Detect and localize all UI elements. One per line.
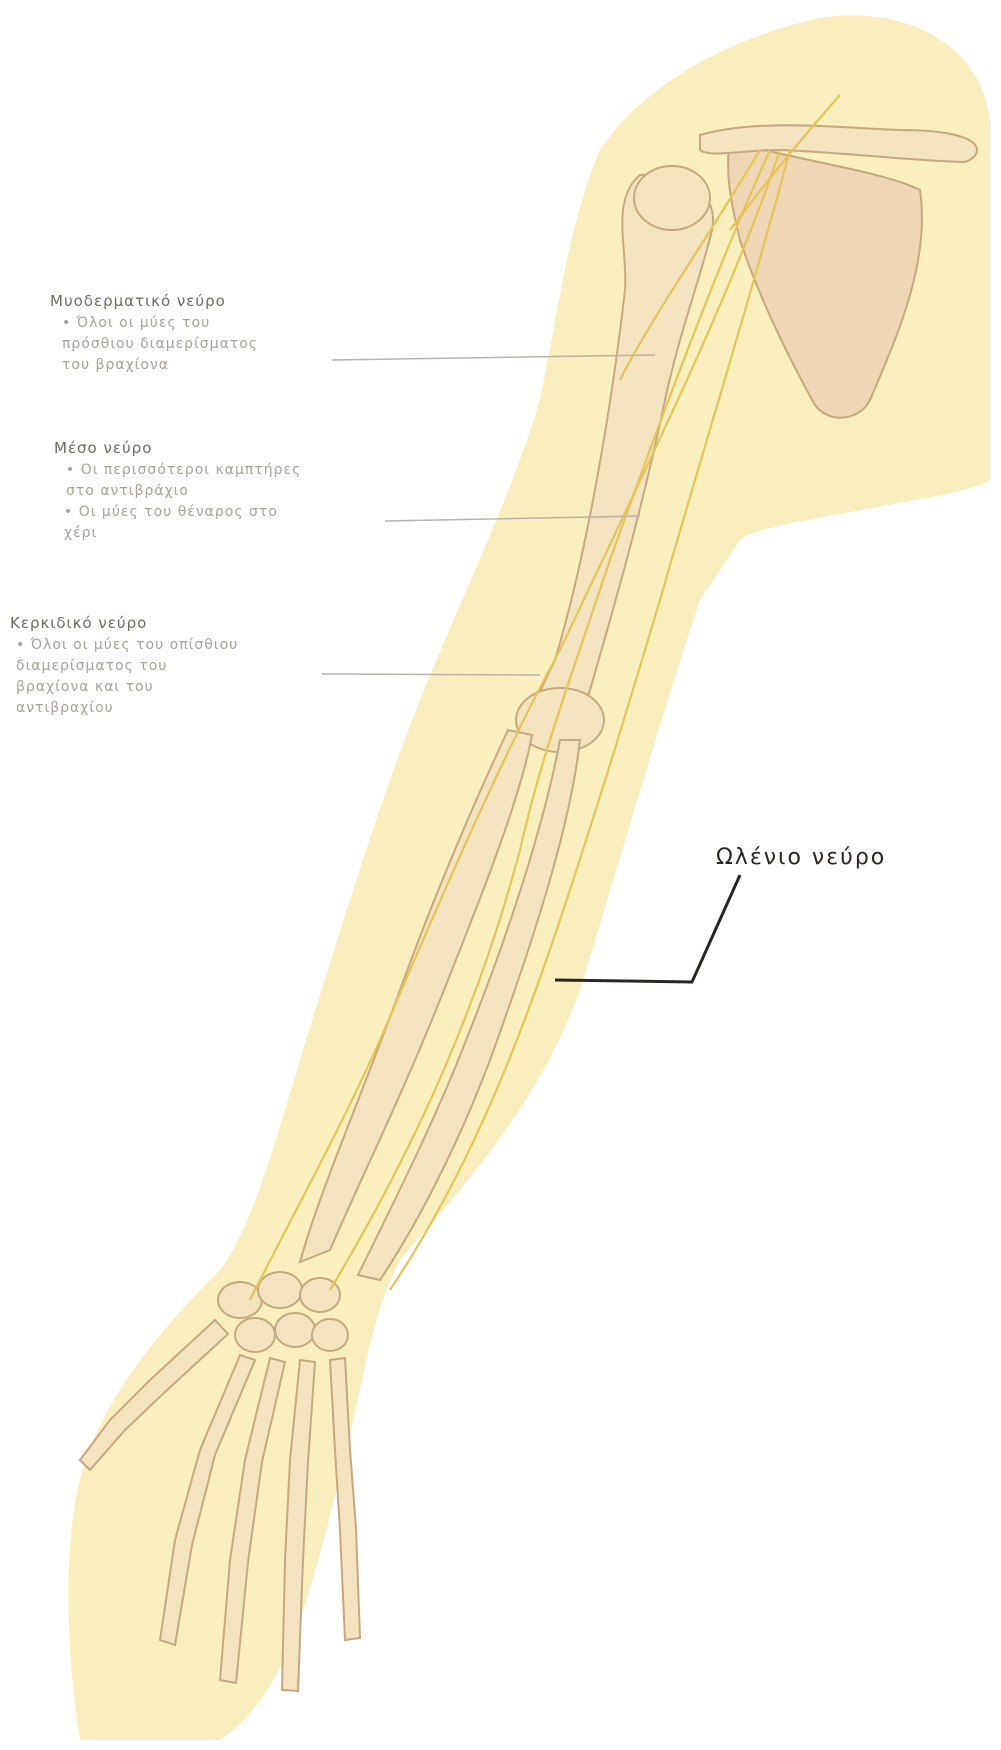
median-label: Μέσο νεύρο Οι περισσότεροι καμπτήρες στο… xyxy=(54,437,301,544)
median-title: Μέσο νεύρο xyxy=(54,437,301,460)
musculocutaneous-label: Μυοδερματικό νεύρο Όλοι οι μύες του πρόσ… xyxy=(50,290,258,376)
radial-bullet-1: Όλοι οι μύες του οπίσθιου διαμερίσματος … xyxy=(10,635,238,719)
musculocutaneous-bullet-1: Όλοι οι μύες του πρόσθιου διαμερίσματος … xyxy=(50,313,258,376)
median-bullet-2: Οι μύες του θέναρος στο χέρι xyxy=(54,502,301,544)
humeral-head xyxy=(634,166,710,230)
musculocutaneous-title: Μυοδερματικό νεύρο xyxy=(50,290,258,313)
ulnar-label: Ωλένιο νεύρο xyxy=(716,845,886,870)
median-bullet-1: Οι περισσότεροι καμπτήρες στο αντιβράχιο xyxy=(54,460,301,502)
radial-title: Κερκιδικό νεύρο xyxy=(10,612,238,635)
radial-label: Κερκιδικό νεύρο Όλοι οι μύες του οπίσθιο… xyxy=(10,612,238,719)
leader-radial xyxy=(322,674,540,675)
